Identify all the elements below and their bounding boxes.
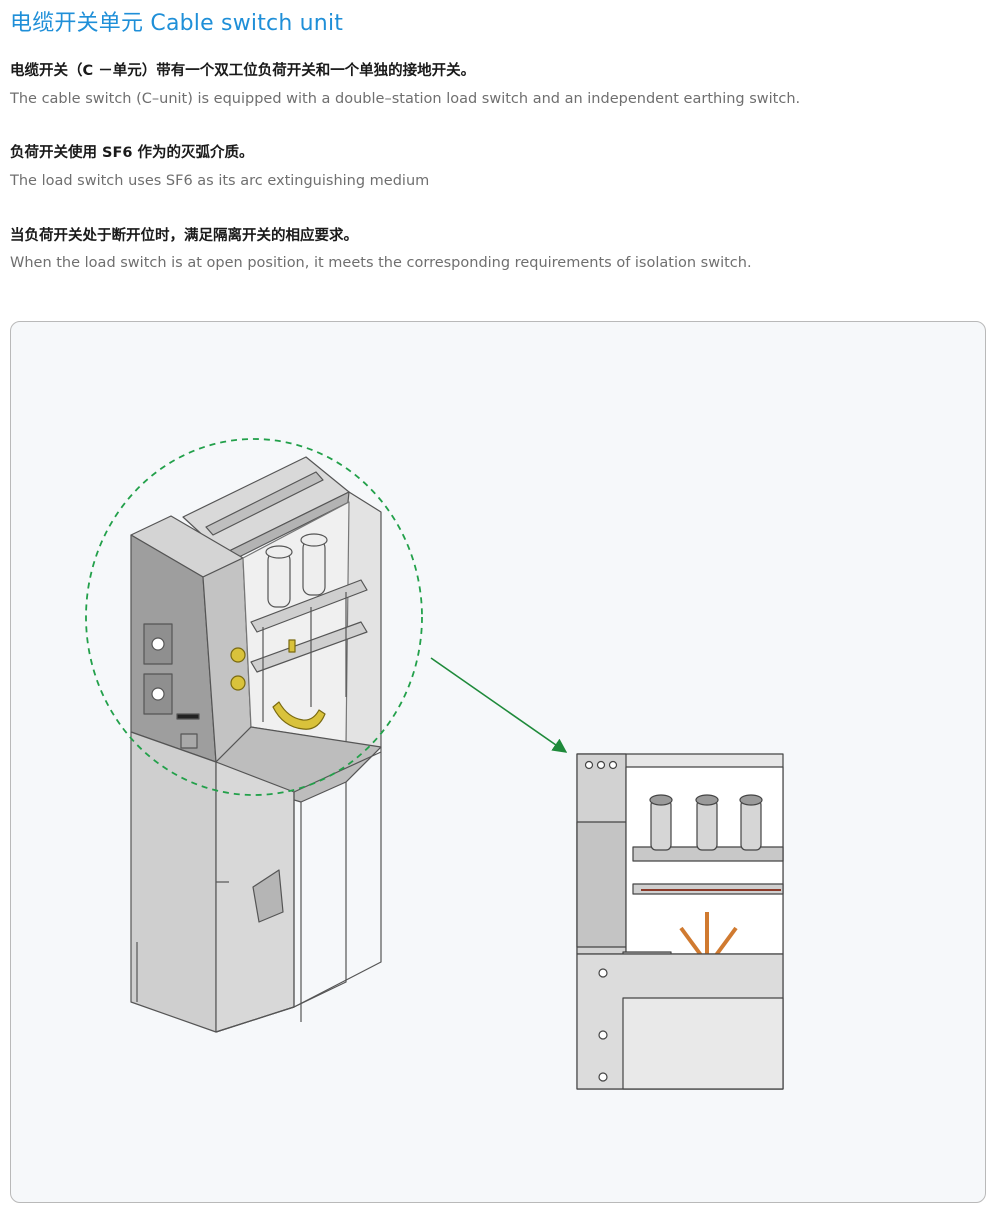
detail-view (576, 753, 784, 1090)
figure-panel (10, 321, 986, 1203)
paragraph-en-2: The load switch uses SF6 as its arc exti… (10, 173, 430, 189)
paragraph-cn-2: 负荷开关使用 SF6 作为的灭弧介质。 (10, 145, 254, 161)
page-title: 电缆开关单元 Cable switch unit (10, 11, 344, 36)
paragraph-cn-3: 当负荷开关处于断开位时，满足隔离开关的相应要求。 (10, 228, 358, 244)
paragraph-cn-1: 电缆开关（C －单元）带有一个双工位负荷开关和一个单独的接地开关。 (10, 63, 476, 79)
switchgear-figure (85, 438, 784, 1090)
cabinet-illustration (130, 456, 382, 1033)
callout-circle (85, 438, 423, 796)
paragraph-en-1: The cable switch (C–unit) is equipped wi… (10, 91, 801, 107)
paragraph-en-3: When the load switch is at open position… (10, 255, 752, 271)
callout-arrow (430, 657, 568, 753)
